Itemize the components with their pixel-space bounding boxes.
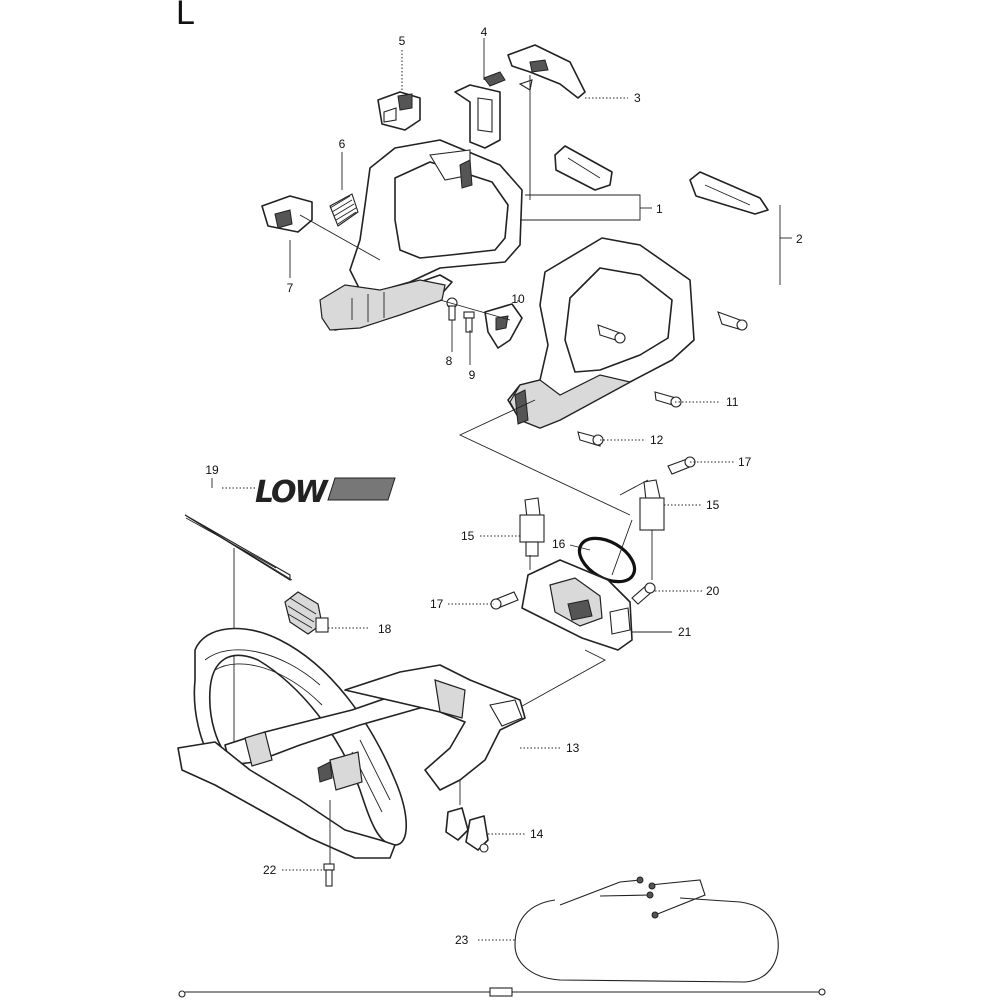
part-15-spring-right [639,479,665,531]
label-3: 3 [634,91,641,105]
label-16: 16 [552,537,566,551]
label-23: 23 [455,933,469,947]
label-4: 4 [481,25,488,39]
part-7-trigger [261,195,313,233]
label-17-left: 17 [430,597,444,611]
label-5: 5 [399,34,406,48]
label-19: 19 [205,463,219,477]
page-letter: L [176,0,195,32]
grip-insert-right [689,171,769,215]
rear-handle-housing [319,139,523,331]
part-5-switch [377,91,421,131]
label-10: 10 [511,292,525,306]
decal-text: LOW [255,475,330,510]
label-8: 8 [446,354,453,368]
label-18: 18 [378,622,392,636]
part-22-screw [323,863,335,887]
part-15-spring-left [519,497,545,557]
part-23-cable [178,876,826,998]
part-13-front-handle [177,627,526,859]
label-12: 12 [650,433,664,447]
label-9: 9 [469,368,476,382]
label-22: 22 [263,863,277,877]
screw-inner [597,324,626,344]
part-10-bracket [484,303,523,349]
label-6: 6 [339,137,346,151]
label-14: 14 [530,827,544,841]
part-20-screw [631,582,656,605]
label-7: 7 [287,281,294,295]
part-12-screw [577,431,604,447]
part-17-screw-left [490,591,519,610]
part-11-screw [654,391,682,408]
part-3-cover-plate [507,44,586,99]
part-21-bracket [521,559,633,651]
label-21: 21 [678,625,692,639]
label-11: 11 [726,395,739,409]
label-15-right: 15 [706,498,720,512]
screw-right-top [717,311,748,331]
label-20: 20 [706,584,720,598]
part-14-clip [445,807,489,853]
label-17-top: 17 [738,455,752,469]
part-4-bracket [454,71,506,149]
label-1: 1 [656,202,663,216]
label-15-left: 15 [461,529,475,543]
part-6-spring [329,193,359,227]
label-2: 2 [796,232,803,246]
label-13: 13 [566,741,580,755]
grip-insert-left [554,145,613,191]
part-9-screw [463,311,475,333]
part-18-damper [284,591,329,635]
part-8-screw [446,297,458,321]
part-19-decal: LOW [255,475,396,510]
part-17-screw-top [667,456,696,475]
